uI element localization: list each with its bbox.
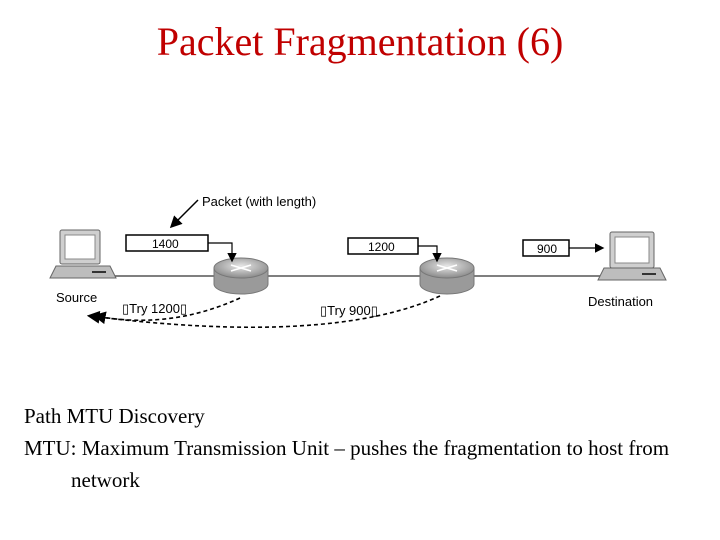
source-label: Source: [56, 290, 97, 305]
packet-1400-arrow: [208, 242, 237, 263]
destination-label: Destination: [588, 294, 653, 309]
packet-1200-arrow: [418, 245, 442, 263]
feedback-arrow-router1: [92, 297, 241, 325]
destination-computer-icon: [597, 231, 667, 281]
body-line-2: MTU: Maximum Transmission Unit – pushes …: [24, 436, 670, 492]
slide-title: Packet Fragmentation (6): [156, 19, 564, 64]
packet-1200-label: 1200: [368, 240, 395, 254]
feedback-try-1200: ▯Try 1200▯: [122, 301, 187, 316]
callout-arrow: [169, 199, 199, 229]
feedback-try-900: ▯Try 900▯: [320, 303, 378, 318]
router-2-icon: [419, 257, 475, 295]
packet-callout-label: Packet (with length): [202, 194, 316, 209]
router-1-icon: [213, 257, 269, 295]
path-mtu-diagram: Source Destination Packet (with length) …: [49, 194, 667, 329]
source-computer-icon: [49, 229, 117, 279]
slide-body: Path MTU Discovery MTU: Maximum Transmis…: [24, 400, 704, 496]
body-line-1: Path MTU Discovery: [24, 404, 205, 428]
packet-1400-label: 1400: [152, 237, 179, 251]
packet-900-label: 900: [537, 242, 557, 256]
